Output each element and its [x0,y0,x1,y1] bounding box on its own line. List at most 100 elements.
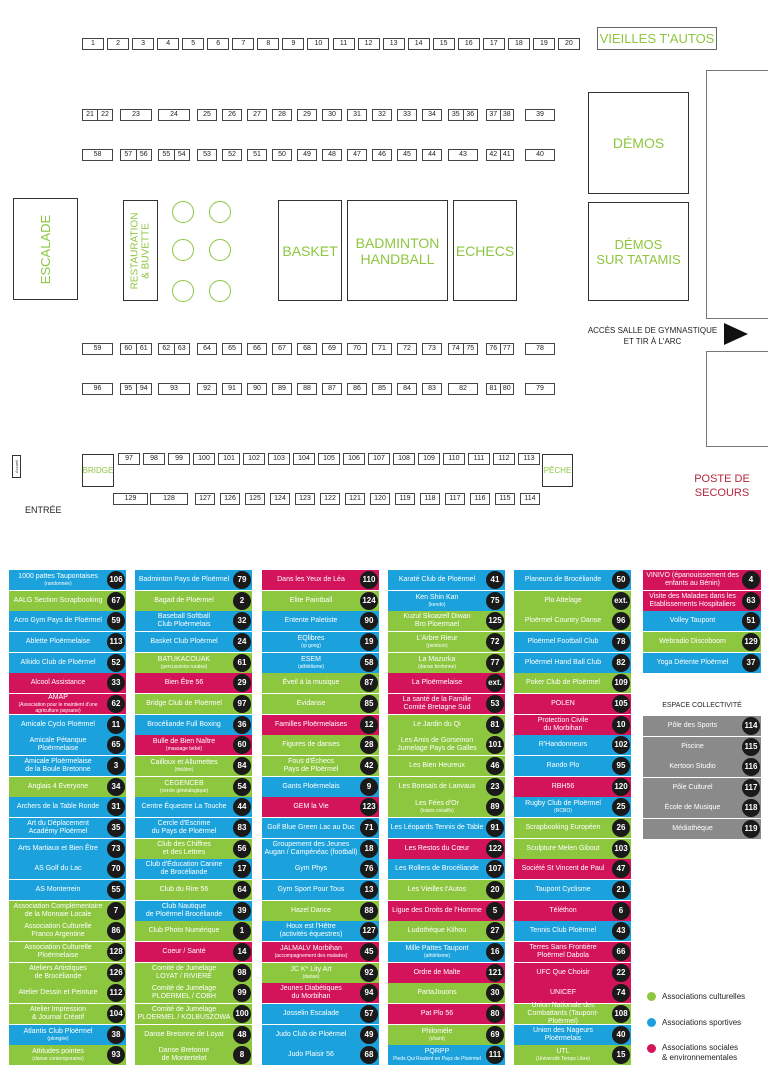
stall[interactable]: 52 [222,149,242,161]
stall[interactable]: 29 [297,109,317,121]
stall[interactable]: 79 [525,383,555,395]
list-item[interactable]: JC K* Lity Art(danse)92 [262,962,379,983]
stall[interactable]: 84 [397,383,417,395]
list-item[interactable]: Rugby Club de Ploërmel(RCBO)25 [514,797,631,818]
list-item[interactable]: Philomèle(chant)69 [388,1024,505,1045]
stall[interactable]: 20 [557,38,580,50]
stall[interactable]: 88 [297,383,317,395]
zone-escalade[interactable]: ESCALADE [13,198,78,300]
stall[interactable]: 51 [247,149,267,161]
list-item[interactable]: Les Amis de Gorseinon Jumelage Pays de G… [388,735,505,756]
list-item[interactable]: La Mazurka(danse bretonne)77 [388,652,505,673]
stall[interactable]: 85 [372,383,392,395]
stall[interactable]: 97 [118,453,140,465]
list-item[interactable]: AMAP(Association pour le maintient d'une… [9,694,126,715]
stall[interactable]: 68 [297,343,317,355]
stall[interactable]: 96 [82,383,113,395]
stall[interactable]: 7 [232,38,255,50]
stall[interactable]: 100 [193,453,215,465]
stall[interactable]: 118 [420,493,440,505]
stall[interactable]: 19 [532,38,555,50]
stall[interactable]: 44 [422,149,442,161]
stall[interactable]: 26 [222,109,242,121]
stall[interactable]: 66 [247,343,267,355]
stall[interactable]: 2 [107,38,130,50]
stall[interactable]: 82 [448,383,478,395]
stall[interactable]: 122 [320,493,340,505]
stall[interactable]: 53 [197,149,217,161]
stall[interactable]: 98 [143,453,165,465]
stall[interactable]: 108 [393,453,415,465]
list-item[interactable]: VINIVO (épanouissement des enfants au Bé… [643,570,761,590]
stall[interactable]: 92 [197,383,217,395]
stall[interactable]: 103 [268,453,290,465]
list-item[interactable]: EQlibres(qi gong)19 [262,632,379,652]
stall[interactable]: 17 [482,38,505,50]
stall[interactable]: 10 [307,38,330,50]
list-item[interactable]: Amicale Ploërmelaise de la Boule Bretonn… [9,756,126,777]
stall[interactable]: 73 [422,343,442,355]
zone-peche[interactable]: PÊCHE [542,454,573,487]
stall[interactable]: 27 [247,109,267,121]
stall[interactable]: 11 [332,38,355,50]
stall[interactable]: 12 [357,38,380,50]
list-item[interactable]: L'Arbre Rieur(peinture)72 [388,632,505,652]
stall[interactable]: 3 [132,38,155,50]
stall[interactable]: 6 [207,38,230,50]
stall[interactable]: 49 [297,149,317,161]
stall[interactable]: 18 [507,38,530,50]
stall[interactable]: 31 [347,109,367,121]
stall[interactable]: 91 [222,383,242,395]
stall[interactable]: 86 [347,383,367,395]
stall[interactable]: 65 [222,343,242,355]
list-item[interactable]: Association Complémentaire de la Monnaie… [9,900,126,921]
list-item[interactable]: Groupement des Jeunes Augan / Campénéac … [262,838,379,859]
